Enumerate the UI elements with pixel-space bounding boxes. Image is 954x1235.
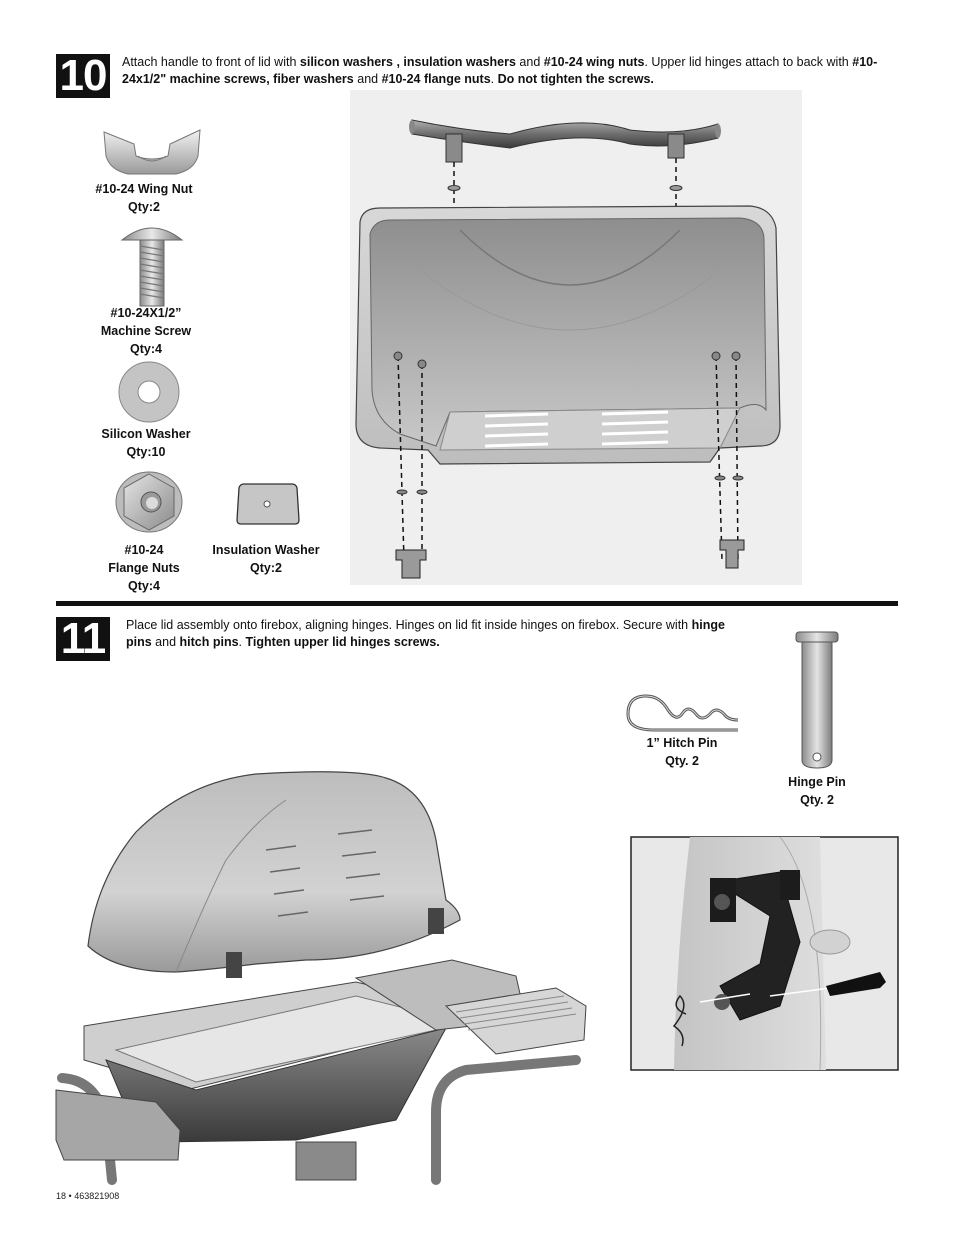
- step-10-number: 10: [56, 54, 110, 98]
- hitch-pin-icon: [626, 694, 739, 732]
- part-name: Flange Nuts: [108, 561, 180, 575]
- silicon-washer-icon: [118, 361, 180, 423]
- hitch-pin-caption: 1” Hitch Pin Qty. 2: [630, 734, 734, 770]
- part-name: Insulation Washer: [212, 543, 320, 557]
- insulation-washer-caption: Insulation Washer Qty:2: [202, 541, 330, 577]
- step-11-text-bold: Tighten upper lid hinges screws.: [245, 635, 440, 649]
- part-qty: Qty. 2: [665, 754, 699, 768]
- step-11-instructions: Place lid assembly onto firebox, alignin…: [126, 617, 726, 651]
- step-10-text: and: [515, 55, 544, 69]
- step-10-text-bold: #10-24x1/2" machine screws, fiber washer…: [122, 55, 878, 86]
- part-qty: Qty:2: [128, 200, 160, 214]
- page-footer: 18 • 463821908: [56, 1191, 119, 1201]
- machine-screw-caption: #10-24X1/2” Machine Screw Qty:4: [82, 304, 210, 358]
- step-11-text-bold: hinge pins: [126, 618, 725, 649]
- part-name: Hinge Pin: [788, 775, 846, 789]
- step-10-text-bold: Do not tighten the screws.: [497, 72, 654, 86]
- part-qty: Qty:10: [126, 445, 166, 459]
- step-11-text: .: [238, 635, 246, 649]
- step-10-text-bold: #10-24 wing nuts: [543, 55, 645, 69]
- part-name: 1” Hitch Pin: [646, 736, 718, 750]
- part-qty: Qty:2: [250, 561, 282, 575]
- part-qty: Qty:4: [128, 579, 160, 593]
- part-name: Machine Screw: [100, 324, 192, 338]
- lid-assembly-illustration: [350, 90, 802, 585]
- grill-assembly-illustration: [55, 771, 587, 1185]
- part-name: #10-24 Wing Nut: [95, 182, 193, 196]
- step-10-text-bold: #10-24 flange nuts: [381, 72, 491, 86]
- step-11-text: and: [151, 635, 180, 649]
- hinge-pin-caption: Hinge Pin Qty. 2: [772, 773, 862, 809]
- step-10-text: . Upper lid hinges attach to back with: [644, 55, 853, 69]
- flange-nut-icon: [115, 471, 183, 533]
- step-10-text: Attach handle to front of lid with: [122, 55, 300, 69]
- silicon-washer-caption: Silicon Washer Qty:10: [85, 425, 207, 461]
- hinge-pin-icon: [795, 631, 839, 769]
- footer-separator: •: [68, 1191, 72, 1201]
- part-name: #10-24X1/2”: [110, 306, 182, 320]
- machine-screw-icon: [120, 227, 184, 307]
- part-name: Silicon Washer: [101, 427, 191, 441]
- step-10-text: .: [490, 72, 498, 86]
- wing-nut-icon: [103, 129, 201, 175]
- step-10-text: and: [353, 72, 382, 86]
- step-11-text: Place lid assembly onto firebox, alignin…: [126, 618, 692, 632]
- wing-nut-caption: #10-24 Wing Nut Qty:2: [82, 180, 206, 216]
- hinge-detail-illustration: [630, 836, 899, 1071]
- flange-nut-caption: #10-24 Flange Nuts Qty:4: [96, 541, 192, 595]
- part-qty: Qty. 2: [800, 793, 834, 807]
- part-qty: Qty:4: [130, 342, 162, 356]
- section-divider: [56, 601, 898, 606]
- page-number: 18: [56, 1191, 67, 1201]
- step-10-instructions: Attach handle to front of lid with silic…: [122, 54, 902, 88]
- step-11-number: 11: [56, 617, 110, 661]
- part-name: #10-24: [124, 543, 164, 557]
- document-number: 463821908: [74, 1191, 120, 1201]
- step-10-text-bold: silicon washers , insulation washers: [299, 55, 516, 69]
- step-11-text-bold: hitch pins: [179, 635, 239, 649]
- insulation-washer-icon: [236, 483, 300, 525]
